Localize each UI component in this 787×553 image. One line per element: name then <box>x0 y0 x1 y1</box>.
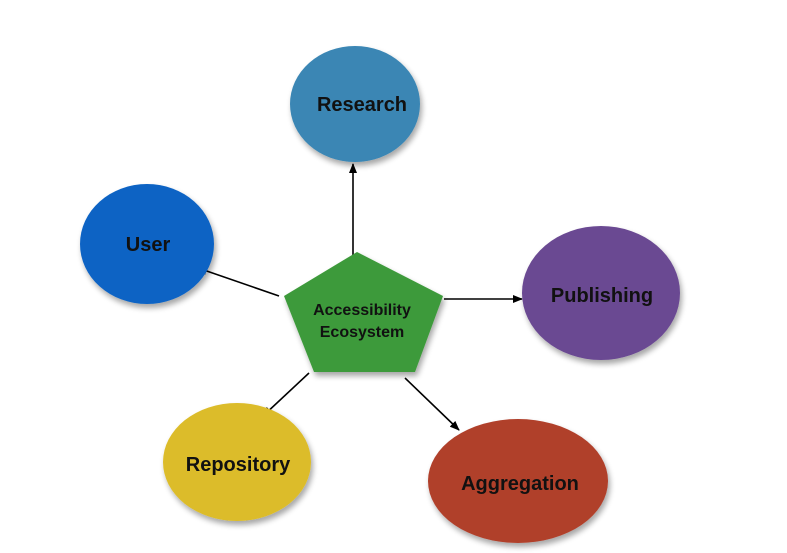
center-label-line1: Accessibility <box>313 302 411 319</box>
node-repository <box>163 403 311 521</box>
node-publishing <box>522 226 680 360</box>
node-aggregation-label: Aggregation <box>461 473 579 495</box>
center-pentagon <box>284 252 443 372</box>
node-research-label: Research <box>317 94 407 116</box>
node-repository-label: Repository <box>186 454 291 476</box>
node-publishing-shape <box>522 226 680 360</box>
arrow-to-user <box>197 267 280 297</box>
arrow-to-aggregation <box>404 377 460 431</box>
node-repository-shape <box>163 403 311 521</box>
node-research-shape <box>290 46 420 162</box>
center-label-line2: Ecosystem <box>320 324 405 341</box>
node-publishing-label: Publishing <box>551 285 653 307</box>
center-node <box>284 252 443 372</box>
node-aggregation <box>428 419 608 543</box>
node-user-label: User <box>126 234 171 256</box>
arrows <box>197 163 523 431</box>
arrow-to-repository <box>262 372 310 417</box>
node-user <box>80 184 214 304</box>
node-research <box>290 46 420 162</box>
node-aggregation-shape <box>428 419 608 543</box>
node-user-shape <box>80 184 214 304</box>
